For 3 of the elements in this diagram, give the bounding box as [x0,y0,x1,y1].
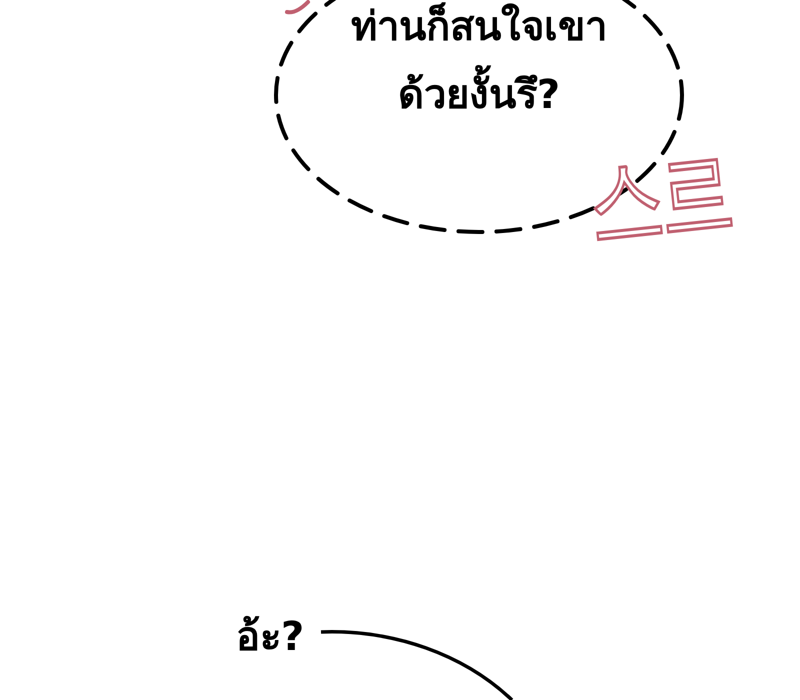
sound-effect-text: 스르 [583,135,735,260]
bubble-text: ท่านก็สนใจเขาด้วยงั้นรึ? [350,1,608,120]
exclamation-text: อ้ะ? [236,615,304,659]
